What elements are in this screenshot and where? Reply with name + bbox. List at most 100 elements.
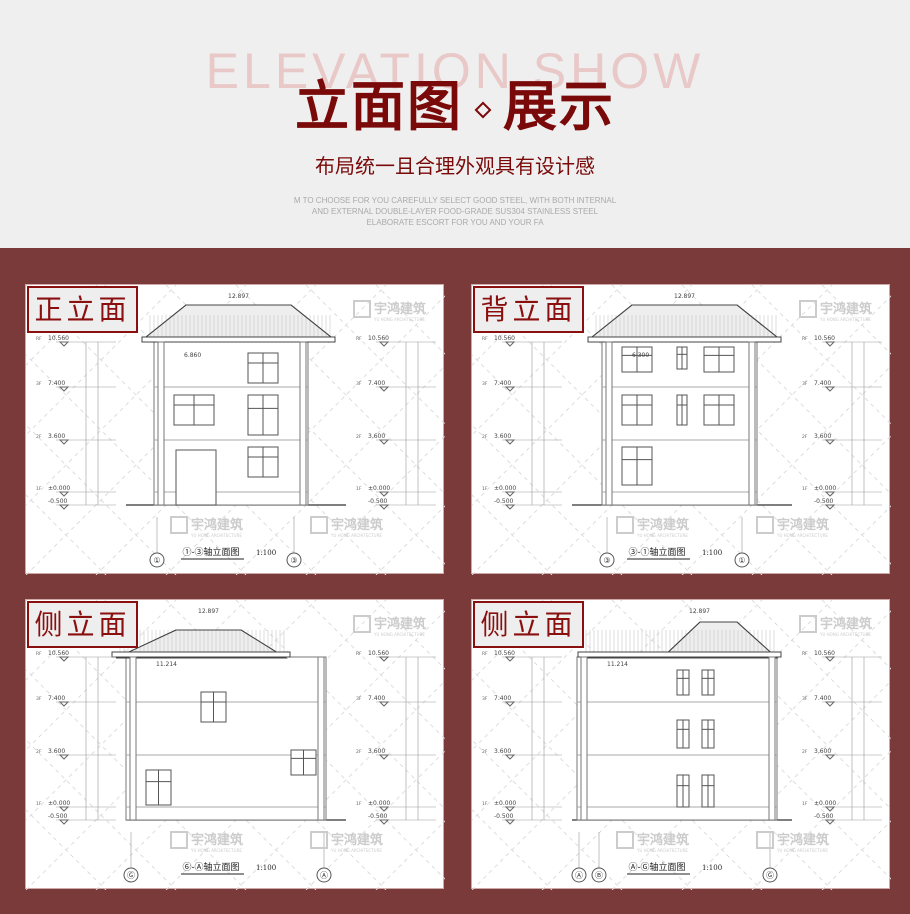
dimension-label: 11.214 <box>156 661 177 668</box>
floor-name: 2F <box>802 749 808 755</box>
level-elevation: -0.500 <box>368 813 388 820</box>
watermark-english: YU HONG ARCHITECTURE <box>190 848 242 853</box>
level-elevation: 7.400 <box>48 380 65 387</box>
level-elevation: 10.560 <box>368 335 389 342</box>
ridge-elevation: 12.897 <box>689 608 710 615</box>
axis-bubble <box>316 867 332 883</box>
column <box>299 341 307 506</box>
axis-label: ③ <box>603 556 610 565</box>
watermark-english: YU HONG ARCHITECTURE <box>819 317 871 322</box>
level-marker-icon <box>378 439 390 445</box>
subtitle: 布局统一且合理外观具有设计感 <box>315 154 595 178</box>
watermark-english: YU HONG ARCHITECTURE <box>330 533 382 538</box>
axis-label: Ⓐ <box>320 871 328 880</box>
eave <box>577 651 782 658</box>
level-elevation: 7.400 <box>494 380 511 387</box>
level-marker-icon <box>824 439 836 445</box>
level-marker-icon <box>824 491 836 497</box>
floor-name: 3F <box>802 381 808 387</box>
watermark-line <box>821 600 891 670</box>
level-marker-icon <box>378 806 390 812</box>
level-marker-icon <box>504 754 516 760</box>
level-marker-icon <box>504 701 516 707</box>
elevation-drawing: 12.89711.21410.560RF7.4003F3.6002F±0.000… <box>26 600 445 890</box>
floor-name: RF <box>36 651 42 657</box>
axis-label: ① <box>738 556 745 565</box>
level-elevation: 3.600 <box>814 433 831 440</box>
english-line: M TO CHOOSE FOR YOU CAREFULLY SELECT GOO… <box>293 196 617 205</box>
level-elevation: ±0.000 <box>368 485 390 492</box>
panel-label: 侧立面 <box>27 601 138 648</box>
level-elevation: 3.600 <box>368 748 385 755</box>
level-marker-icon <box>58 819 70 825</box>
header-section: ELEVATION SHOW 立面图展示 布局统一且合理外观具有设计感 M TO… <box>0 0 910 248</box>
watermark-name: 宇鸿建筑 <box>777 517 829 533</box>
ridge-elevation: 12.897 <box>674 293 695 300</box>
level-marker-icon <box>824 341 836 347</box>
eave <box>141 336 336 343</box>
level-elevation: 10.560 <box>368 650 389 657</box>
level-marker-icon <box>824 806 836 812</box>
level-marker-icon <box>504 656 516 662</box>
floor-name: 1F <box>802 486 808 492</box>
watermark-line <box>375 820 445 890</box>
axis-label: ① <box>153 556 160 565</box>
level-elevation: -0.500 <box>368 498 388 505</box>
floor-name: RF <box>356 651 362 657</box>
axis-bubble <box>571 867 587 883</box>
floor-name: 3F <box>482 381 488 387</box>
drawing-caption: ③-①轴立面图 <box>628 546 685 558</box>
level-elevation: -0.500 <box>48 813 68 820</box>
watermark-english: YU HONG ARCHITECTURE <box>776 848 828 853</box>
watermark-name: 宇鸿建筑 <box>374 301 426 317</box>
level-elevation: -0.500 <box>494 813 514 820</box>
level-marker-icon <box>378 819 390 825</box>
column <box>605 341 613 506</box>
watermark-line <box>375 285 445 355</box>
level-marker-icon <box>378 386 390 392</box>
axis-label: Ⓖ <box>127 871 135 880</box>
level-elevation: ±0.000 <box>48 485 70 492</box>
level-marker-icon <box>58 754 70 760</box>
floor-name: 3F <box>356 696 362 702</box>
floor-name: RF <box>802 651 808 657</box>
level-marker-icon <box>504 806 516 812</box>
elevation-drawing: 12.8976.86010.560RF7.4003F3.6002F±0.0001… <box>26 285 445 575</box>
watermark-name: 宇鸿建筑 <box>191 517 243 533</box>
watermark-logo-icon <box>616 831 634 849</box>
title-right: 展示 <box>503 75 615 138</box>
floor-name: 2F <box>356 434 362 440</box>
watermark-line <box>375 505 445 575</box>
level-marker-icon <box>824 656 836 662</box>
level-marker-icon <box>378 504 390 510</box>
level-elevation: ±0.000 <box>494 800 516 807</box>
watermark-english: YU HONG ARCHITECTURE <box>330 848 382 853</box>
level-elevation: 7.400 <box>814 380 831 387</box>
level-marker-icon <box>504 504 516 510</box>
floor-name: 3F <box>36 381 42 387</box>
axis-label: Ⓑ <box>595 871 603 880</box>
floor-name: 2F <box>356 749 362 755</box>
level-elevation: 10.560 <box>494 650 515 657</box>
level-elevation: ±0.000 <box>494 485 516 492</box>
watermark-english: YU HONG ARCHITECTURE <box>190 533 242 538</box>
watermark-logo-icon <box>756 831 774 849</box>
column <box>129 656 137 821</box>
floor-name: RF <box>356 336 362 342</box>
watermark-english: YU HONG ARCHITECTURE <box>819 632 871 637</box>
axis-bubble <box>734 552 750 568</box>
watermark-logo-icon <box>353 300 371 318</box>
floor-name: 2F <box>802 434 808 440</box>
level-marker-icon <box>378 491 390 497</box>
watermark-name: 宇鸿建筑 <box>820 301 872 317</box>
watermark-logo-icon <box>310 516 328 534</box>
level-elevation: ±0.000 <box>814 800 836 807</box>
panel-label: 正立面 <box>27 286 138 333</box>
floor-name: 1F <box>36 801 42 807</box>
level-elevation: 3.600 <box>48 748 65 755</box>
door <box>175 449 217 506</box>
drawing-scale: 1:100 <box>256 549 276 557</box>
diamond-icon <box>474 101 492 119</box>
